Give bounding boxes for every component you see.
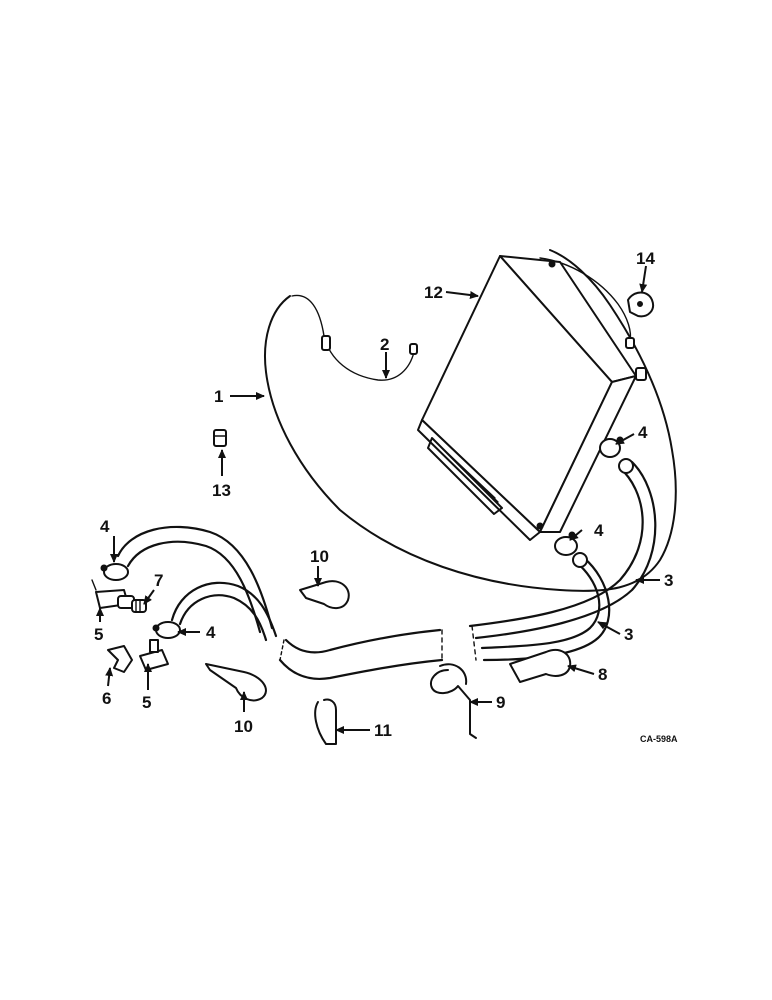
- callout-4-right-lower: 4: [594, 521, 604, 540]
- hose-end-upper: [618, 458, 634, 474]
- leader-lines: [96, 265, 660, 734]
- callout-1: 1: [214, 387, 223, 406]
- fitting-13: [213, 429, 227, 447]
- callout-9: 9: [496, 693, 505, 712]
- harness-connector-left: [321, 335, 331, 351]
- drawing-code: CA-598A: [640, 734, 678, 744]
- callout-3-upper: 3: [664, 571, 673, 590]
- hose-support-clip-8: [509, 648, 572, 683]
- callout-3-lower: 3: [624, 625, 633, 644]
- wire-harness: [291, 257, 647, 381]
- callout-4-left-upper: 4: [100, 517, 110, 536]
- hose-support-clip-10b: [205, 663, 267, 702]
- hose-end-lower: [572, 552, 588, 568]
- callout-13: 13: [212, 481, 231, 500]
- callout-8: 8: [598, 665, 607, 684]
- callout-12: 12: [424, 283, 443, 302]
- callout-5-lower: 5: [142, 693, 151, 712]
- callout-14: 14: [636, 249, 655, 268]
- elbow-fitting: [107, 645, 133, 673]
- clamp-14: [627, 291, 654, 318]
- callout-5-upper: 5: [94, 625, 103, 644]
- callout-4-right-upper: 4: [638, 423, 648, 442]
- callout-10-upper: 10: [310, 547, 329, 566]
- callout-4-left-lower: 4: [206, 623, 216, 642]
- left-hoses: [116, 525, 278, 642]
- callout-11: 11: [374, 721, 392, 740]
- hose-assembly: [278, 458, 657, 680]
- callout-7: 7: [154, 571, 163, 590]
- heater-core-box: [417, 255, 637, 541]
- hose-support-clip-10a: [299, 580, 350, 610]
- bushing: [131, 599, 147, 613]
- harness-connector-right: [409, 343, 418, 355]
- hook-11: [314, 698, 337, 745]
- support-bracket-9: [430, 663, 477, 739]
- callout-2: 2: [380, 335, 389, 354]
- callout-6: 6: [102, 689, 111, 708]
- callout-10-lower: 10: [234, 717, 253, 736]
